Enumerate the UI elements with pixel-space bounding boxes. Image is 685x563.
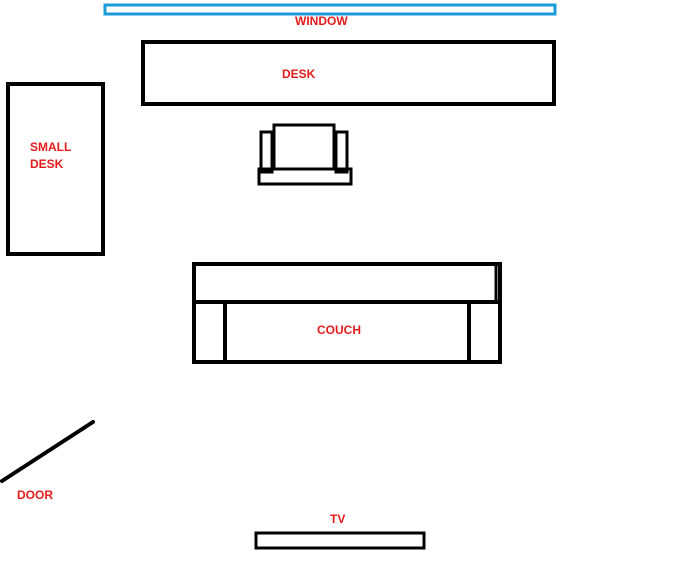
- chair-base: [257, 167, 353, 186]
- window-shape: [103, 3, 557, 16]
- couch-shape: [192, 262, 502, 364]
- small-desk-label: SMALL DESK: [30, 140, 72, 171]
- chair-shape: [257, 123, 353, 186]
- window-label: WINDOW: [295, 14, 348, 28]
- chair-right-arm: [334, 130, 349, 174]
- desk-label: DESK: [282, 67, 316, 81]
- door-label: DOOR: [17, 488, 53, 502]
- couch-label: COUCH: [317, 323, 361, 337]
- chair-seat: [272, 123, 336, 171]
- tv-shape: [254, 531, 426, 550]
- small-desk-shape: [6, 82, 105, 256]
- door-shape: [0, 420, 95, 483]
- chair-left-arm: [259, 130, 274, 174]
- desk-shape: [141, 40, 556, 106]
- couch-outline: [192, 262, 502, 364]
- tv-label: TV: [330, 512, 346, 526]
